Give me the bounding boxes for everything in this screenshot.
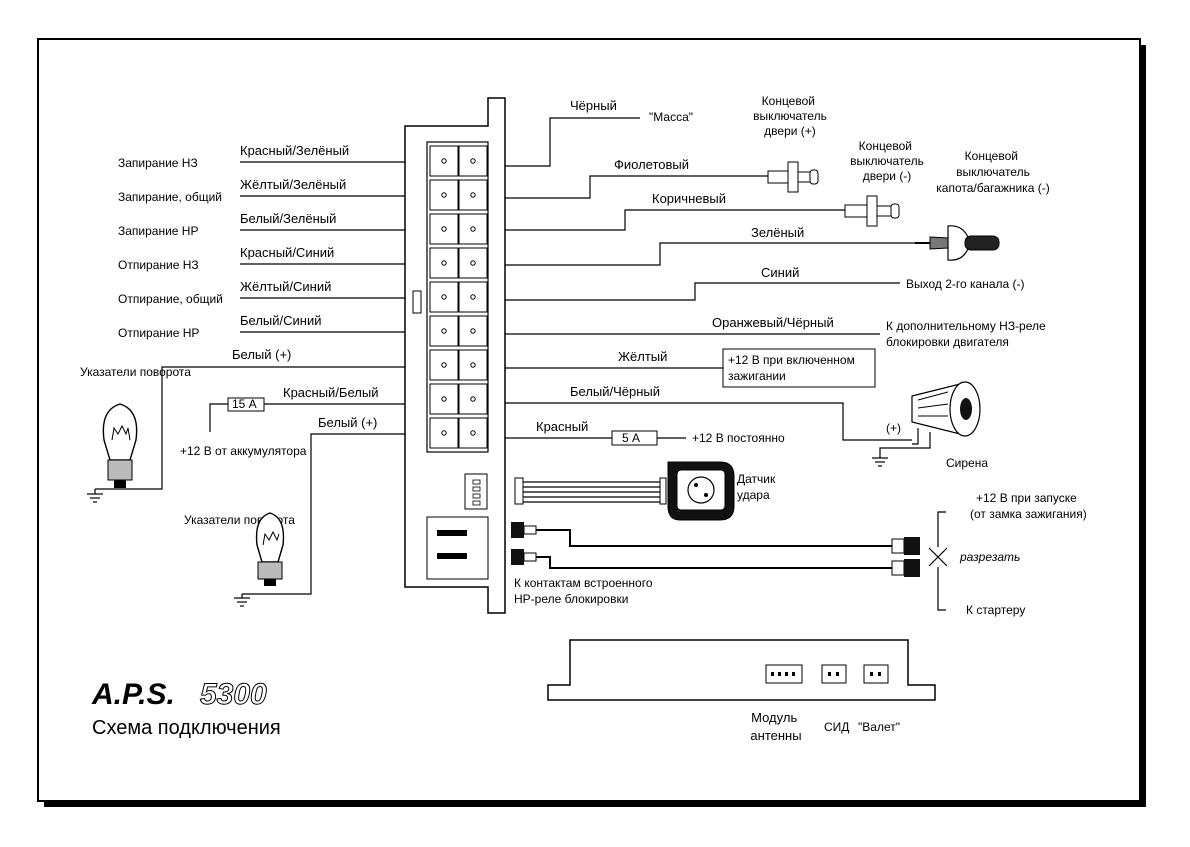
door-switch-minus <box>844 195 900 227</box>
left-wire-labels: Красный/Зелёный Жёлтый/Зелёный Белый/Зел… <box>232 143 378 430</box>
connector-pin-hole <box>470 430 476 436</box>
ground-label: "Масса" <box>649 110 693 124</box>
hood-switch <box>915 225 1000 261</box>
ignition-label: +12 В при включенном зажигании <box>728 353 858 383</box>
connector-pin-hole <box>441 328 447 334</box>
right-wire-labels: Чёрный Фиолетовый Коричневый Зелёный Син… <box>536 98 834 434</box>
shock-sensor: Датчик удара <box>514 461 779 521</box>
label-unlock-common: Отпирание, общий <box>118 292 223 306</box>
shock-sensor-label: Датчик удара <box>737 472 779 502</box>
wire-orange-black: Оранжевый/Чёрный <box>712 315 834 330</box>
turn-signal-label-1: Указатели поворота <box>80 365 191 379</box>
connector-pin-hole <box>441 396 447 402</box>
label-lock-common: Запирание, общий <box>118 190 222 204</box>
wire-white-black: Белый/Чёрный <box>570 384 660 399</box>
connector-pin-hole <box>470 362 476 368</box>
left-labels: Запирание НЗ Запирание, общий Запирание … <box>118 156 223 340</box>
wire-violet: Фиолетовый <box>614 157 689 172</box>
title-block: A.P.S. 5300 Схема подключения <box>91 678 281 740</box>
subtitle: Схема подключения <box>92 717 281 739</box>
connector-pin-hole <box>441 226 447 232</box>
connector-pin-hole <box>470 396 476 402</box>
led-port <box>821 664 847 684</box>
led-label: СИД <box>824 720 849 734</box>
connector-pin-hole <box>470 294 476 300</box>
wire-white-green: Белый/Зелёный <box>240 211 336 226</box>
left-wires <box>118 161 405 595</box>
relay-port <box>426 516 489 580</box>
connector-pin-hole <box>441 294 447 300</box>
valet-label: "Валет" <box>858 720 900 734</box>
connector-pin-hole <box>441 158 447 164</box>
connector-pin-hole <box>470 328 476 334</box>
model-logo: 5300 <box>200 678 267 711</box>
fuse-5a-label: 5 А <box>622 431 640 445</box>
connector-pin-hole <box>470 260 476 266</box>
wire-green: Зелёный <box>751 225 804 240</box>
connector-pin-hole <box>470 226 476 232</box>
fuse-15a-label: 15 А <box>232 397 257 411</box>
wire-red-white: Красный/Белый <box>283 385 378 400</box>
label-lock-nc: Запирание НЗ <box>118 156 198 170</box>
connector-pin-hole <box>441 192 447 198</box>
wire-white-blue: Белый/Синий <box>240 313 322 328</box>
wire-blue: Синий <box>761 265 799 280</box>
peripheral-module: Модуль антенны СИД "Валет" <box>547 639 936 743</box>
battery-label: +12 В от аккумулятора <box>180 444 307 458</box>
connector-pin-hole <box>441 362 447 368</box>
relay-nc-label: К дополнительному НЗ-реле блокировки дви… <box>886 319 1049 349</box>
connector-pin-hole <box>441 260 447 266</box>
wire-red-green: Красный/Зелёный <box>240 143 349 158</box>
cut-label: разрезать <box>959 550 1020 564</box>
wire-yellow-blue: Жёлтый/Синий <box>240 279 331 294</box>
connector-pins <box>429 145 488 449</box>
start-12v-label: +12 В при запуске (от замка зажигания) <box>970 491 1087 521</box>
connector-pin-hole <box>441 430 447 436</box>
connector-pin-hole <box>470 192 476 198</box>
ignition-box <box>722 348 876 388</box>
siren: (+) Сирена <box>872 381 988 470</box>
wire-black: Чёрный <box>570 98 617 113</box>
wire-red-blue: Красный/Синий <box>240 245 334 260</box>
brand-logo: A.P.S. <box>91 678 175 711</box>
antenna-port <box>765 664 803 684</box>
wire-brown: Коричневый <box>652 191 726 206</box>
turn-signal-bulb-2: Указатели поворота <box>184 512 295 607</box>
siren-plus-label: (+) <box>886 421 901 435</box>
shock-sensor-port <box>464 473 488 510</box>
connector-pin-hole <box>470 158 476 164</box>
wire-white-plus-1: Белый (+) <box>232 347 291 362</box>
antenna-label: Модуль антенны <box>750 710 801 743</box>
valet-port <box>863 664 889 684</box>
connector-pin <box>458 417 488 449</box>
starter-blocking: +12 В при запуске (от замка зажигания) р… <box>511 491 1087 617</box>
channel2-label: Выход 2-го канала (-) <box>906 277 1025 291</box>
wire-red: Красный <box>536 419 588 434</box>
label-unlock-nc: Отпирание НЗ <box>118 258 199 272</box>
door-switch-plus <box>767 161 819 193</box>
starter-label: К стартеру <box>966 603 1025 617</box>
builtin-relay-label: К контактам встроенного НР-реле блокиров… <box>514 576 656 606</box>
label-unlock-no: Отпирание НР <box>118 326 199 340</box>
constant-label: +12 В постоянно <box>692 431 785 445</box>
wire-yellow-green: Жёлтый/Зелёный <box>240 177 346 192</box>
siren-label: Сирена <box>946 456 988 470</box>
wire-yellow: Жёлтый <box>618 349 667 364</box>
control-unit <box>404 97 506 614</box>
turn-signal-bulb-1: Указатели поворота <box>80 365 191 503</box>
right-wires <box>505 117 915 446</box>
label-lock-no: Запирание НР <box>118 224 198 238</box>
wire-white-plus-2: Белый (+) <box>318 415 377 430</box>
